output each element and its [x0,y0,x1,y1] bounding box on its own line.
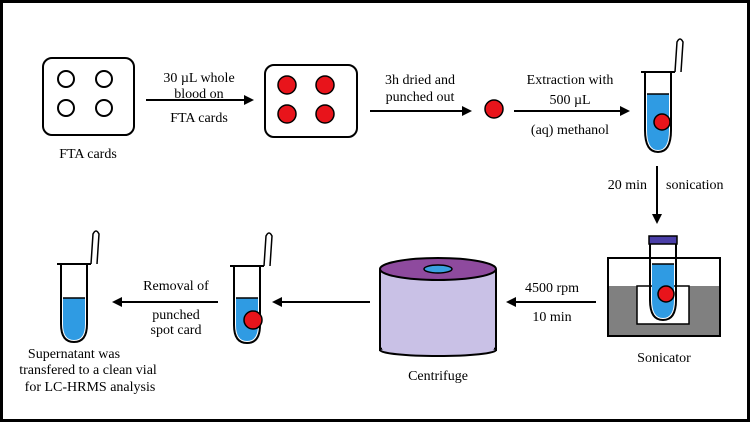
step6-text-line2: punched [152,308,199,323]
step1-text-line3: FTA cards [170,111,228,126]
blood-spot [277,104,297,124]
blood-spot [315,104,335,124]
step1-text-line1: 30 µL whole [163,71,234,86]
fta-card-spotted [264,64,358,138]
spot-in-sonicator [657,285,675,303]
step2-text-line1: 3h dried and [385,73,455,88]
step6-text-line1: Removal of [143,279,209,294]
step6-text-line3: spot card [151,323,202,338]
step3-text-line1: Extraction with [527,73,614,88]
final-text-line1: Supernatant was [28,347,120,362]
blood-spot [315,75,335,95]
spot-in-tube [653,113,671,131]
centrifuge [379,257,497,357]
centrifuged-tube [230,232,273,345]
punched-spot [484,99,504,119]
step5-text-line2: 10 min [532,310,571,325]
step1-text-line2: blood on [174,87,223,102]
sonicator-bath [607,235,721,337]
final-text-line2: transfered to a clean vial [19,363,157,378]
fta-cards-label: FTA cards [59,147,117,162]
extraction-tube [641,38,684,154]
step2-text-line2: punched out [386,90,455,105]
centrifuge-label: Centrifuge [408,369,468,384]
step5-text-line1: 4500 rpm [525,281,579,296]
final-text-line3: for LC-HRMS analysis [25,380,156,395]
spot-in-centrifuged-tube [243,310,263,330]
step4-left-text: 20 min [608,178,647,193]
sonicator-label: Sonicator [637,351,691,366]
final-vial [57,230,100,344]
step4-right-text: sonication [666,178,724,193]
step3-text-line2: 500 µL [549,93,590,108]
fta-card-blank [42,57,135,136]
blood-spot [277,75,297,95]
step3-text-line3: (aq) methanol [531,123,609,138]
